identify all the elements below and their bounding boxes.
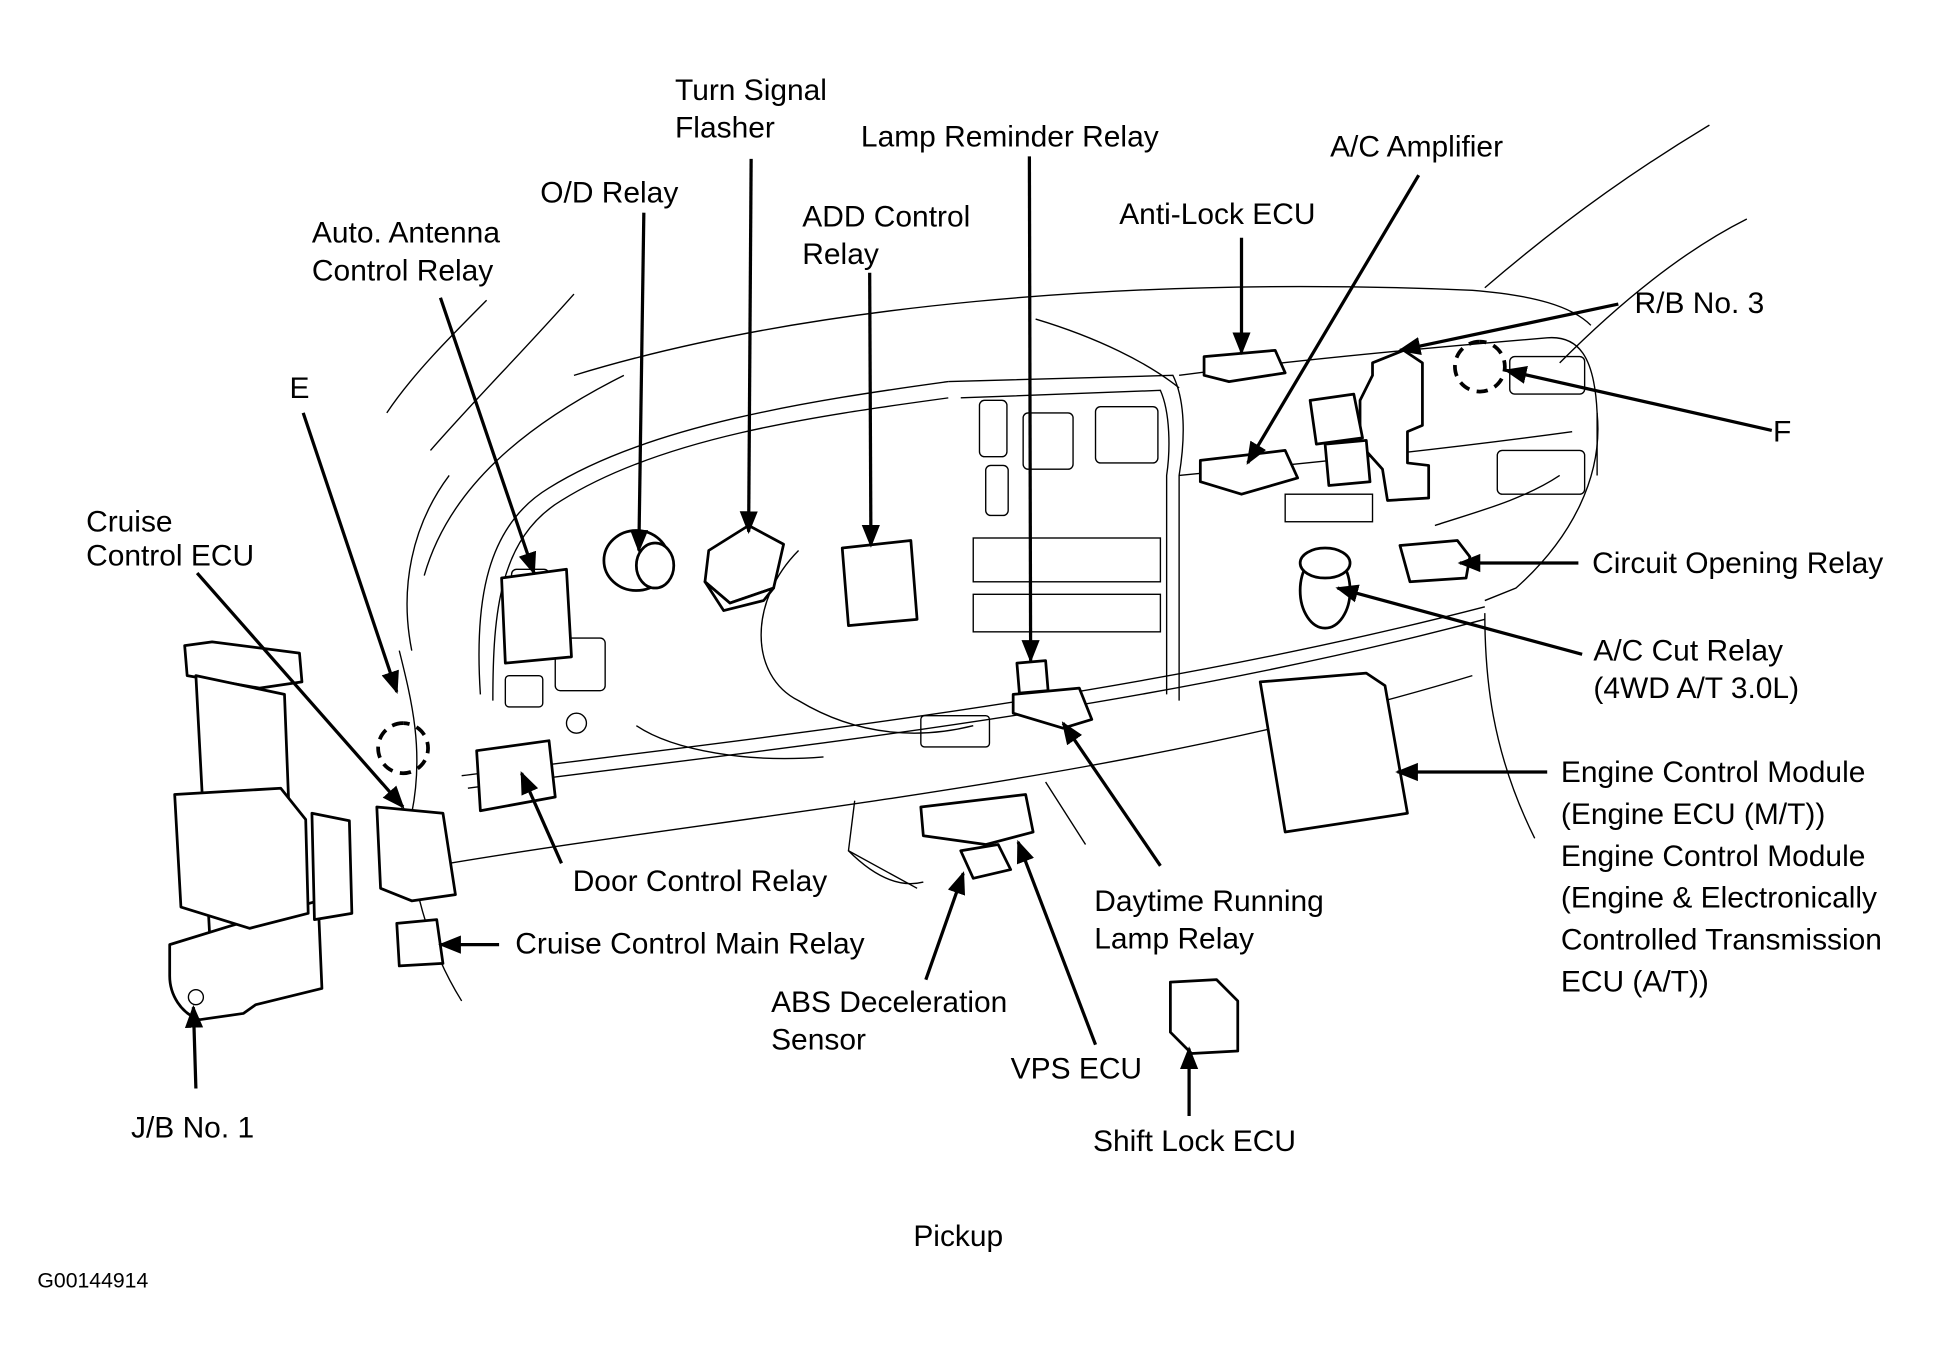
engine-control-module-box bbox=[1258, 671, 1409, 834]
label-door-control-relay: Door Control Relay bbox=[573, 865, 828, 898]
shift-lock-ecu-box bbox=[1169, 978, 1240, 1055]
label-anti-lock-ecu: Anti-Lock ECU bbox=[1119, 198, 1315, 231]
label-f: F bbox=[1773, 416, 1791, 449]
ac-amplifier-box bbox=[1198, 449, 1300, 496]
jb-no1-bracket bbox=[183, 640, 304, 690]
label-lamp-reminder-relay: Lamp Reminder Relay bbox=[861, 120, 1159, 153]
anti-lock-ecu-box bbox=[1202, 348, 1287, 383]
rb-no3-box bbox=[1358, 348, 1431, 502]
leader-lines bbox=[184, 156, 1773, 1117]
door-control-relay-box bbox=[475, 739, 557, 813]
add-control-relay-box bbox=[840, 539, 919, 627]
auto-antenna-relay-box bbox=[500, 567, 573, 665]
label-ac-cut-relay: A/C Cut Relay(4WD A/T 3.0L) bbox=[1593, 635, 1799, 706]
cruise-control-main-relay-box bbox=[395, 918, 445, 968]
label-e: E bbox=[289, 372, 309, 405]
circuit-opening-relay-box bbox=[1398, 539, 1472, 584]
cruise-control-ecu-box bbox=[173, 786, 310, 930]
label-cruise-control-main-relay: Cruise Control Main Relay bbox=[515, 927, 864, 960]
label-vps-ecu: VPS ECU bbox=[1011, 1052, 1142, 1085]
label-engine-control-module: Engine Control Module (Engine ECU (M/T))… bbox=[1561, 756, 1890, 999]
figure-id: G00144914 bbox=[37, 1268, 148, 1292]
abs-deceleration-sensor-box bbox=[959, 843, 1013, 880]
label-shift-lock-ecu: Shift Lock ECU bbox=[1093, 1125, 1296, 1158]
label-rb-no3: R/B No. 3 bbox=[1635, 287, 1765, 320]
daytime-running-lamp-relay-box bbox=[1011, 686, 1094, 730]
caption: Pickup bbox=[913, 1220, 1003, 1253]
lamp-reminder-relay-box bbox=[1015, 659, 1050, 695]
components bbox=[168, 339, 1507, 1055]
vps-ecu-box bbox=[919, 793, 1035, 846]
label-ac-amplifier: A/C Amplifier bbox=[1330, 130, 1503, 163]
label-jb-no1: J/B No. 1 bbox=[131, 1111, 254, 1144]
label-od-relay: O/D Relay bbox=[540, 177, 678, 210]
label-circuit-opening-relay: Circuit Opening Relay bbox=[1592, 547, 1883, 580]
